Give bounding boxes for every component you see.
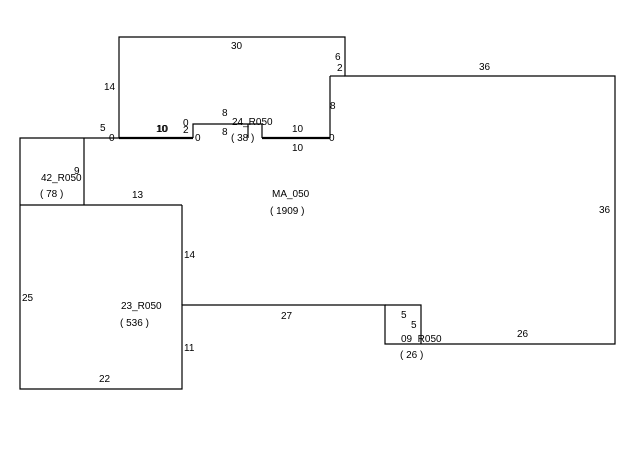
room-ma-name: MA_050 (272, 189, 310, 200)
room-24-area: ( 38 ) (231, 133, 254, 144)
dim-small-0-b: 0 (195, 133, 201, 144)
dimension-labels: 30 14 6 2 36 36 8 5 0 10 10 0 2 0 8 8 0 … (22, 41, 611, 385)
dim-small-0-right: 0 (329, 133, 335, 144)
room-23-name: 23_R050 (121, 301, 162, 312)
walls (19, 36, 616, 390)
wall-notch-09 (385, 304, 422, 344)
dim-bottom-26: 26 (517, 329, 529, 340)
dim-top: 30 (231, 41, 243, 52)
dim-23-11: 11 (184, 343, 195, 354)
dim-23-22: 22 (99, 374, 111, 385)
dim-ledge-5: 5 (100, 123, 106, 134)
dim-seg-10-a: 10 (156, 124, 168, 135)
room-ma-area: ( 1909 ) (270, 206, 304, 217)
room-09-name: 09_R050 (401, 334, 442, 345)
room-24-name: 24_R050 (232, 117, 273, 128)
wall-closet-24 (192, 123, 263, 138)
dim-right: 36 (599, 205, 611, 216)
dim-notch-5-b: 5 (411, 320, 417, 331)
wall-main-outline (19, 36, 616, 390)
dim-step-2: 2 (337, 63, 343, 74)
dim-23-25: 25 (22, 293, 34, 304)
dim-notch-5-a: 5 (401, 310, 407, 321)
room-labels: MA_050 ( 1909 ) 24_R050 ( 38 ) 42_R050 (… (40, 117, 442, 361)
room-09-area: ( 26 ) (400, 350, 423, 361)
dim-right-top: 36 (479, 62, 491, 73)
dim-seg-10-d: 10 (292, 143, 304, 154)
dim-step-6: 6 (335, 52, 341, 63)
dim-left: 14 (104, 82, 116, 93)
dim-small-2: 2 (183, 125, 189, 136)
room-23-area: ( 536 ) (120, 318, 149, 329)
dim-42-13: 13 (132, 190, 144, 201)
dim-seg-10-c: 10 (292, 124, 304, 135)
dim-42-9: 9 (74, 166, 80, 177)
dim-seg-10-b: 10 (157, 124, 169, 135)
dim-bottom-27: 27 (281, 311, 293, 322)
dim-small-8-top: 8 (222, 108, 228, 119)
room-42-area: ( 78 ) (40, 189, 63, 200)
dim-mid-8: 8 (330, 101, 336, 112)
dim-ledge-0: 0 (109, 133, 115, 144)
dim-23-14: 14 (184, 250, 196, 261)
room-42-name: 42_R050 (41, 173, 82, 184)
dim-small-0-a: 0 (183, 118, 189, 129)
dim-small-8-bottom: 8 (222, 127, 228, 138)
